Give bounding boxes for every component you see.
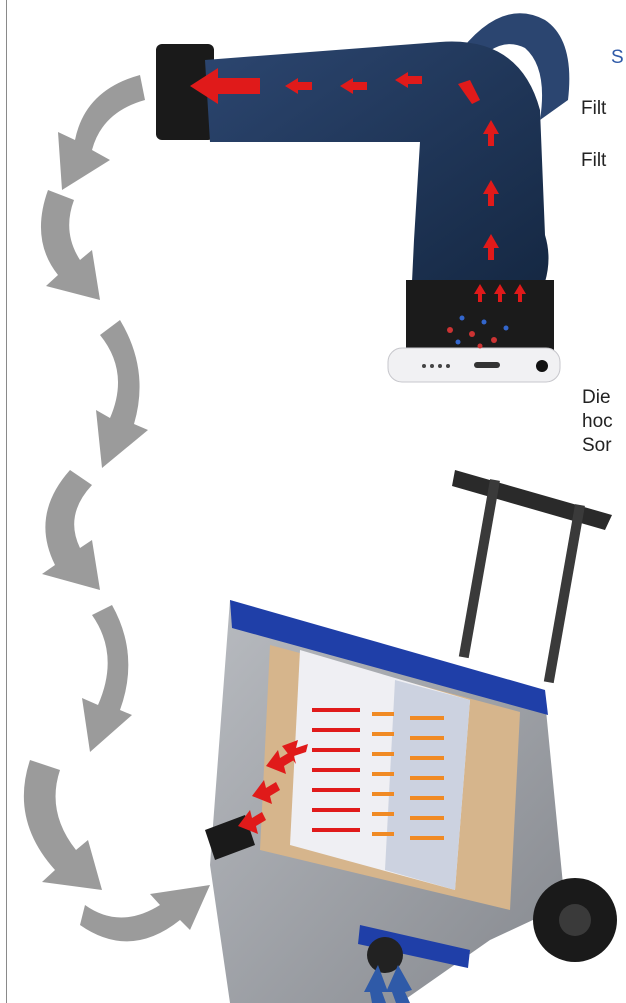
return-arrow-6 bbox=[24, 760, 102, 890]
paragraph-line-1: Die bbox=[582, 386, 611, 410]
paragraph-line-3: Sor bbox=[582, 434, 612, 458]
return-arrow-3 bbox=[96, 320, 148, 468]
paragraph-line-2: hoc bbox=[582, 410, 613, 434]
return-arrow-4 bbox=[42, 470, 100, 590]
text-line-1: Filt bbox=[581, 98, 606, 120]
return-arrow-2 bbox=[41, 190, 100, 300]
return-arrow-1 bbox=[58, 75, 145, 190]
return-flow-arrows bbox=[24, 75, 210, 941]
text-line-2: Filt bbox=[581, 150, 606, 172]
trolley-handle bbox=[452, 470, 612, 530]
return-arrow-5 bbox=[82, 605, 132, 752]
return-arrow-7 bbox=[80, 885, 210, 941]
section-heading: S bbox=[611, 47, 624, 69]
